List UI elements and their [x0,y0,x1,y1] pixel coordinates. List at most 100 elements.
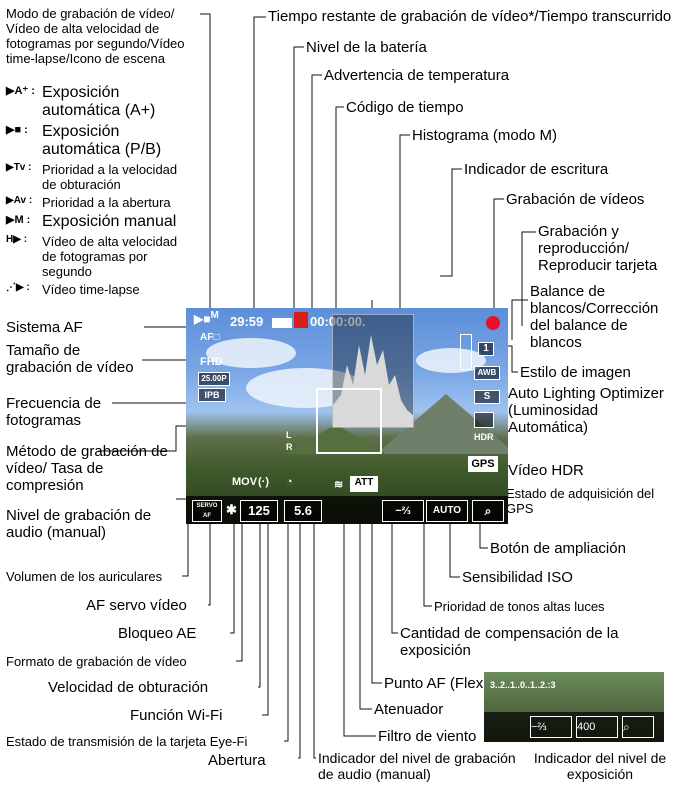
label-wind-filter: Filtro de viento [378,728,477,745]
magnify-button[interactable]: ⌕ [472,500,504,522]
mode-item-hfr: H▶ : Vídeo de alta velocidad de fotogram… [6,234,202,279]
aperture-value: 5.6 [284,500,322,522]
audio-meter-r-icon: R [286,442,293,452]
rec-card-icon: 1 [478,342,494,356]
inset-bottom-bar: −⅔ 400 ⌕ [484,712,664,742]
battery-icon [272,318,292,328]
iso-value: AUTO [426,500,468,522]
label-mode: Modo de grabación de vídeo/ Vídeo de alt… [6,6,185,66]
label-frame-rate: Frecuencia de fotogramas [6,395,102,429]
label-wifi: Función Wi-Fi [130,707,223,724]
picture-style-icon: S [474,390,500,404]
movie-icon: ▶■ : [6,124,28,136]
movie-mode-icon: ▶■M [194,310,219,326]
inset-iso-value: 400 [576,716,618,738]
label-white-balance: Balance de blancos/Corrección del balanc… [530,283,659,351]
label-movie-recording: Grabación de vídeos [506,191,645,208]
label-rec-method: Método de grabación de vídeo/ Tasa de co… [6,443,168,494]
mode-item-auto-plus: ▶A⁺ : Exposición automática (A+) [6,84,202,120]
format-value: MOV [232,476,258,488]
exposure-level-inset: 3..2..1..0..1..2.:3 −⅔ 400 ⌕ [484,672,664,742]
label-rec-size: Tamaño de grabación de vídeo [6,342,134,376]
label-timecode: Código de tiempo [346,99,464,116]
mountain [286,424,386,454]
eyefi-icon: ◔ [286,476,293,488]
time-remaining-value: 29:59 [230,314,264,329]
label-picture-style: Estilo de imagen [520,364,631,381]
exposure-scale-value: 3..2..1..0..1..2.:3 [490,680,556,690]
wind-filter-icon: ≋ [334,479,344,491]
label-af-system: Sistema AF [6,319,83,336]
cloud [206,338,296,368]
mode-item-label: Exposición automática (P/B) [42,123,162,158]
bottom-status-bar: SERVO AF ✱ 125 5.6 −⅔ AUTO ⌕ [186,496,508,524]
movie-timelapse-icon: ⋰▶ : [6,282,30,293]
mode-item-label: Prioridad a la velocidad de obturación [42,162,178,192]
movie-tv-icon: ▶Tv : [6,162,32,173]
write-indicator-icon [460,334,472,370]
ae-lock-icon: ✱ [226,502,237,517]
label-rec-format: Formato de grabación de vídeo [6,654,187,669]
wifi-icon: (·) [258,476,269,488]
white-balance-value: AWB [474,366,500,380]
label-gps: Estado de adquisición del GPS [506,486,655,516]
inset-magnify-button[interactable]: ⌕ [622,716,654,738]
label-temp-warning: Advertencia de temperatura [324,67,510,84]
label-highlight: Prioridad de tonos altas luces [434,599,605,614]
timecode-value: 00:00:00. [310,314,366,329]
af-system-value: AF□ [200,332,220,343]
af-point-frame [316,388,382,454]
label-write-indicator: Indicador de escritura [464,161,609,178]
label-battery: Nivel de la batería [306,39,427,56]
label-rec-playback: Grabación y reproducción/ Reproducir tar… [538,223,658,274]
label-alo: Auto Lighting Optimizer (Luminosidad Aut… [508,385,664,436]
hdr-value: HDR [474,432,494,442]
movie-auto-plus-icon: ▶A⁺ : [6,85,35,97]
servo-af-value: SERVO AF [192,500,222,522]
movie-hfr-icon: H▶ : [6,234,28,245]
audio-meter-l-icon: L [286,430,292,440]
label-attenuator: Atenuador [374,701,444,718]
rec-size-value: FHD [200,356,223,368]
label-eyefi: Estado de transmisión de la tarjeta Eye-… [6,734,248,749]
frame-rate-value: 25.00P [198,372,230,386]
gps-badge: GPS [468,456,498,472]
label-time-remaining: Tiempo restante de grabación de vídeo*/T… [268,8,672,25]
label-iso: Sensibilidad ISO [462,569,573,586]
temperature-warning-icon [294,312,308,328]
label-exp-comp: Cantidad de compensación de la exposició… [400,625,619,659]
mode-item-timelapse: ⋰▶ : Vídeo time-lapse [6,282,202,297]
inset-exposure-comp-value: −⅔ [530,716,572,738]
alo-icon [474,412,494,428]
shutter-value: 125 [240,500,278,522]
label-exposure-level: Indicador del nivel de exposición [533,750,667,782]
mode-list: ▶A⁺ : Exposición automática (A+) ▶■ : Ex… [6,84,202,297]
mode-item-tv: ▶Tv : Prioridad a la velocidad de obtura… [6,162,202,192]
mode-item-av: ▶Av : Prioridad a la abertura [6,195,202,210]
mode-item-label: Vídeo de alta velocidad de fotogramas po… [42,234,178,279]
histogram [332,314,414,428]
label-hdr: Vídeo HDR [508,462,584,479]
label-ae-lock: Bloqueo AE [118,625,197,642]
movie-m-icon: ▶M : [6,214,31,226]
label-audio-level-manual: Nivel de grabación de audio (manual) [6,507,152,541]
rec-method-value: IPB [198,388,226,402]
mode-item-label: Exposición automática (A+) [42,84,156,119]
label-aperture: Abertura [208,752,266,769]
mode-item-label: Vídeo time-lapse [42,282,140,297]
camera-live-view-screen: ▶■M 29:59 00:00:00. AF□ FHD 25.00P IPB 1… [186,308,508,524]
mode-item-label: Prioridad a la abertura [42,195,171,210]
recording-dot-icon [486,316,500,330]
label-headphone: Volumen de los auriculares [6,569,163,584]
mode-item-label: Exposición manual [42,213,177,230]
mode-item-pb: ▶■ : Exposición automática (P/B) [6,123,202,159]
exposure-comp-value: −⅔ [382,500,424,522]
movie-av-icon: ▶Av : [6,195,33,206]
label-servo-af: AF servo vídeo [86,597,187,614]
histogram-graph [333,335,413,427]
label-shutter: Velocidad de obturación [48,679,209,696]
mode-item-m: ▶M : Exposición manual [6,213,202,231]
label-audio-level-indicator: Indicador del nivel de grabación de audi… [318,750,516,782]
label-magnify: Botón de ampliación [490,540,626,557]
attenuator-value: ATT [350,476,378,492]
